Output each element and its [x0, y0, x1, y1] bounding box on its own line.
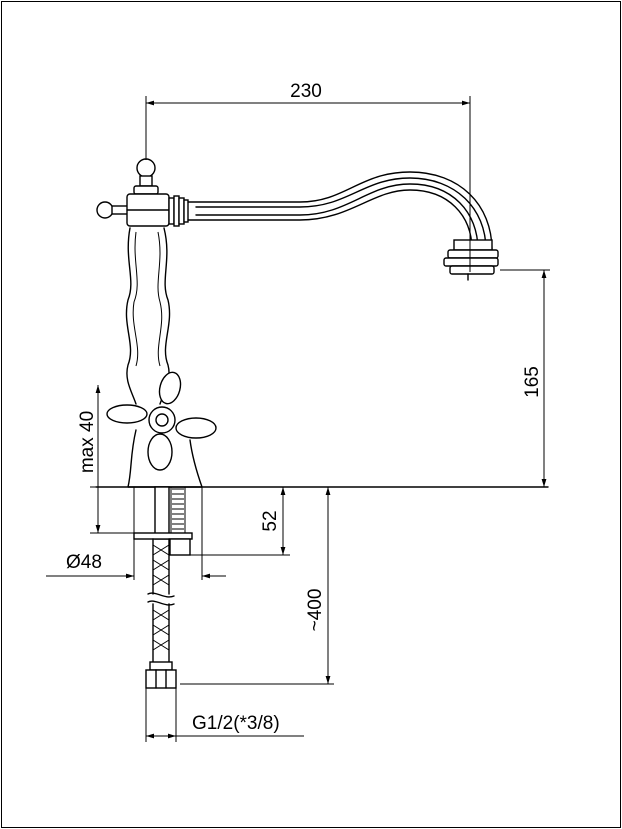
dim-base-diameter-label: Ø48: [66, 552, 102, 573]
dim-max-deck: max 40: [77, 385, 134, 534]
dim-hose-length: ~400: [180, 487, 334, 685]
dim-max-deck-label: max 40: [77, 411, 98, 473]
dim-spout-height-label: 165: [522, 366, 543, 398]
dim-hose-length-label: ~400: [305, 589, 326, 632]
faucet-outline: [95, 158, 549, 689]
dim-spout-reach-label: 230: [290, 81, 322, 102]
dim-shank-label: 52: [260, 510, 281, 531]
dim-shank: 52: [190, 487, 290, 556]
dim-spout-reach: 230: [145, 81, 471, 272]
dim-base-diameter: Ø48: [46, 487, 226, 580]
dim-thread-label: G1/2(*3/8): [192, 713, 280, 734]
dim-spout-height: 165: [500, 269, 550, 487]
dim-thread: G1/2(*3/8): [145, 688, 304, 742]
